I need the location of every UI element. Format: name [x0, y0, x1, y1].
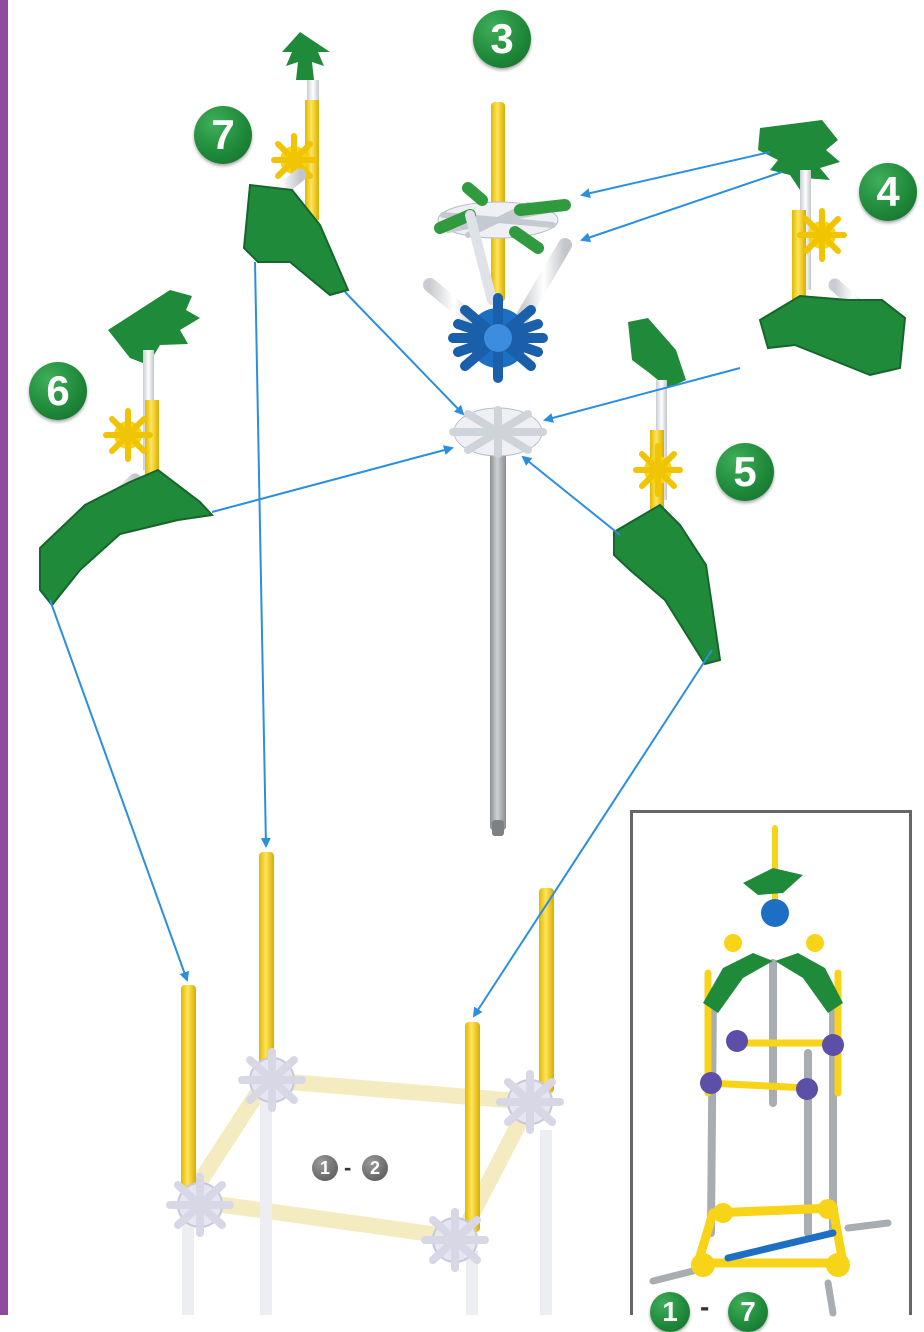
step-badge-3: 3: [473, 10, 531, 68]
step-badge-5: 5: [716, 443, 774, 501]
inset-range-to: 7: [728, 1292, 768, 1332]
arrow-4-to-hub: [545, 368, 740, 420]
base-range-from: 1: [312, 1155, 338, 1181]
base-assembly: [170, 852, 560, 1315]
arrow-4-to-green-rod: [582, 152, 770, 195]
step-badge-4: 4: [859, 163, 917, 221]
subassembly-4: [758, 120, 905, 375]
grey-rod-center-cap: [492, 820, 504, 836]
step-badge-7: 7: [194, 106, 252, 164]
green-bracket-7: [244, 185, 348, 295]
green-bracket-6: [40, 470, 212, 605]
blue-hub-connector: [453, 298, 543, 378]
arrow-7-to-hub: [345, 292, 463, 414]
grey-rod-center: [490, 440, 506, 830]
yellow-connector-6: [106, 411, 150, 459]
arrow-5-to-hub: [523, 457, 620, 535]
inset-range-separator: -: [700, 1294, 709, 1320]
yellow-connector-4: [800, 211, 844, 259]
yellow-post-1: [181, 985, 196, 1200]
yellow-connector-5: [636, 446, 680, 494]
yellow-post-4: [539, 888, 554, 1093]
inset-range-from: 1: [650, 1292, 690, 1332]
green-connector-7-top: [282, 32, 330, 80]
green-bracket-5: [614, 505, 720, 664]
yellow-rod-4: [792, 210, 806, 310]
yellow-post-3: [465, 1022, 480, 1232]
green-connector-4-top: [758, 120, 840, 190]
green-connector-5-top: [628, 318, 686, 388]
arrow-6-to-post-1: [50, 600, 187, 980]
completed-model-inset: [630, 810, 912, 1315]
completed-model-drawing: [633, 813, 909, 1318]
yellow-post-2: [259, 852, 274, 1072]
subassembly-5: [614, 318, 720, 664]
white-hub-connector: [453, 408, 543, 456]
subassembly-6: [40, 290, 212, 605]
arrow-6-to-hub: [212, 448, 452, 512]
subassembly-7: [244, 32, 348, 295]
step-badge-6: 6: [29, 362, 87, 420]
center-pole-assembly: [430, 102, 565, 836]
arrow-7-to-post-2: [255, 262, 266, 846]
base-range-to: 2: [362, 1155, 388, 1181]
arrow-4-to-white-rod: [582, 172, 782, 240]
green-bracket-4: [760, 296, 905, 375]
base-range-separator: -: [344, 1155, 351, 1181]
